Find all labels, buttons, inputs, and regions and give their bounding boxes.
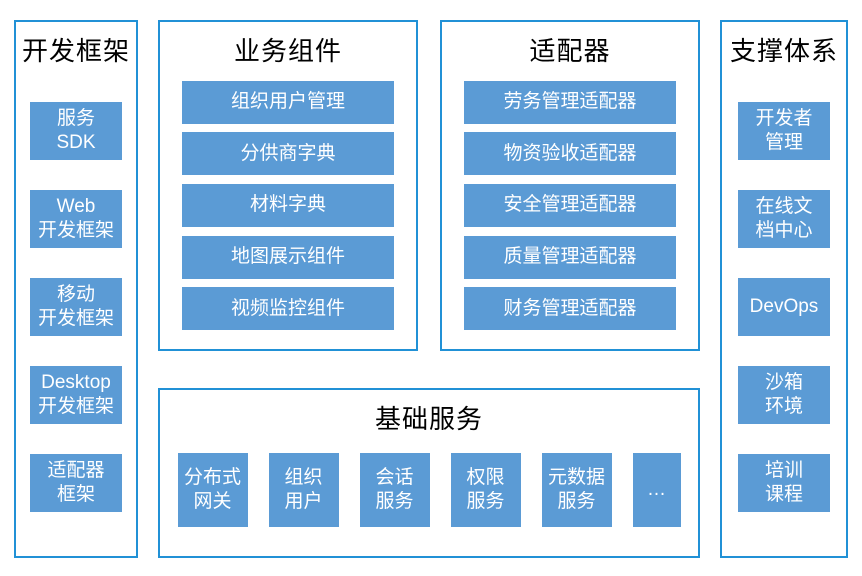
panel-dev-framework: 开发框架 服务 SDK Web 开发框架 移动 开发框架 Desktop 开发框… bbox=[14, 20, 138, 558]
panel-title-dev-framework: 开发框架 bbox=[21, 36, 130, 66]
panel-title-business-components: 业务组件 bbox=[233, 36, 342, 66]
block-adapter-framework: 适配器 框架 bbox=[30, 454, 122, 512]
block-metadata-service: 元数据 服务 bbox=[541, 453, 612, 527]
block-material-dictionary: 材料字典 bbox=[181, 183, 395, 227]
block-org-user-management: 组织用户管理 bbox=[181, 80, 395, 124]
block-org-user-service: 组织 用户 bbox=[268, 453, 339, 527]
block-material-acceptance-adapter: 物资验收适配器 bbox=[463, 132, 677, 176]
block-session-service: 会话 服务 bbox=[359, 453, 430, 527]
block-web-dev-framework: Web 开发框架 bbox=[30, 190, 122, 248]
basic-services-row: 分布式 网关 组织 用户 会话 服务 权限 服务 元数据 服务 … bbox=[160, 440, 698, 556]
panel-support-system: 支撑体系 开发者 管理 在线文 档中心 DevOps 沙箱 环境 培训 课程 bbox=[720, 20, 848, 558]
dev-framework-stack: 服务 SDK Web 开发框架 移动 开发框架 Desktop 开发框架 适配器… bbox=[16, 72, 136, 556]
block-safety-management-adapter: 安全管理适配器 bbox=[463, 183, 677, 227]
block-map-display-component: 地图展示组件 bbox=[181, 235, 395, 279]
panel-title-basic-services: 基础服务 bbox=[374, 404, 483, 434]
panel-title-adapters: 适配器 bbox=[529, 36, 611, 66]
block-desktop-dev-framework: Desktop 开发框架 bbox=[30, 366, 122, 424]
business-components-stack: 组织用户管理 分供商字典 材料字典 地图展示组件 视频监控组件 bbox=[160, 72, 416, 349]
middle-top-row: 业务组件 组织用户管理 分供商字典 材料字典 地图展示组件 视频监控组件 适配器… bbox=[158, 20, 700, 351]
support-system-stack: 开发者 管理 在线文 档中心 DevOps 沙箱 环境 培训 课程 bbox=[722, 72, 846, 556]
block-labor-management-adapter: 劳务管理适配器 bbox=[463, 80, 677, 124]
panel-adapters: 适配器 劳务管理适配器 物资验收适配器 安全管理适配器 质量管理适配器 财务管理… bbox=[440, 20, 700, 351]
block-mobile-dev-framework: 移动 开发框架 bbox=[30, 278, 122, 336]
block-developer-management: 开发者 管理 bbox=[738, 102, 830, 160]
block-online-doc-center: 在线文 档中心 bbox=[738, 190, 830, 248]
panel-basic-services: 基础服务 分布式 网关 组织 用户 会话 服务 权限 服务 元数据 服务 … bbox=[158, 388, 700, 558]
block-supplier-dictionary: 分供商字典 bbox=[181, 132, 395, 176]
block-permission-service: 权限 服务 bbox=[450, 453, 521, 527]
block-more-services-ellipsis: … bbox=[632, 453, 681, 527]
block-distributed-gateway: 分布式 网关 bbox=[177, 453, 248, 527]
block-training-courses: 培训 课程 bbox=[738, 454, 830, 512]
block-finance-management-adapter: 财务管理适配器 bbox=[463, 287, 677, 331]
middle-area: 业务组件 组织用户管理 分供商字典 材料字典 地图展示组件 视频监控组件 适配器… bbox=[158, 20, 700, 558]
block-sandbox-environment: 沙箱 环境 bbox=[738, 366, 830, 424]
block-quality-management-adapter: 质量管理适配器 bbox=[463, 235, 677, 279]
adapters-stack: 劳务管理适配器 物资验收适配器 安全管理适配器 质量管理适配器 财务管理适配器 bbox=[442, 72, 698, 349]
panel-title-support-system: 支撑体系 bbox=[729, 36, 838, 66]
block-devops: DevOps bbox=[738, 278, 830, 336]
panel-business-components: 业务组件 组织用户管理 分供商字典 材料字典 地图展示组件 视频监控组件 bbox=[158, 20, 418, 351]
block-service-sdk: 服务 SDK bbox=[30, 102, 122, 160]
block-video-monitoring-component: 视频监控组件 bbox=[181, 287, 395, 331]
